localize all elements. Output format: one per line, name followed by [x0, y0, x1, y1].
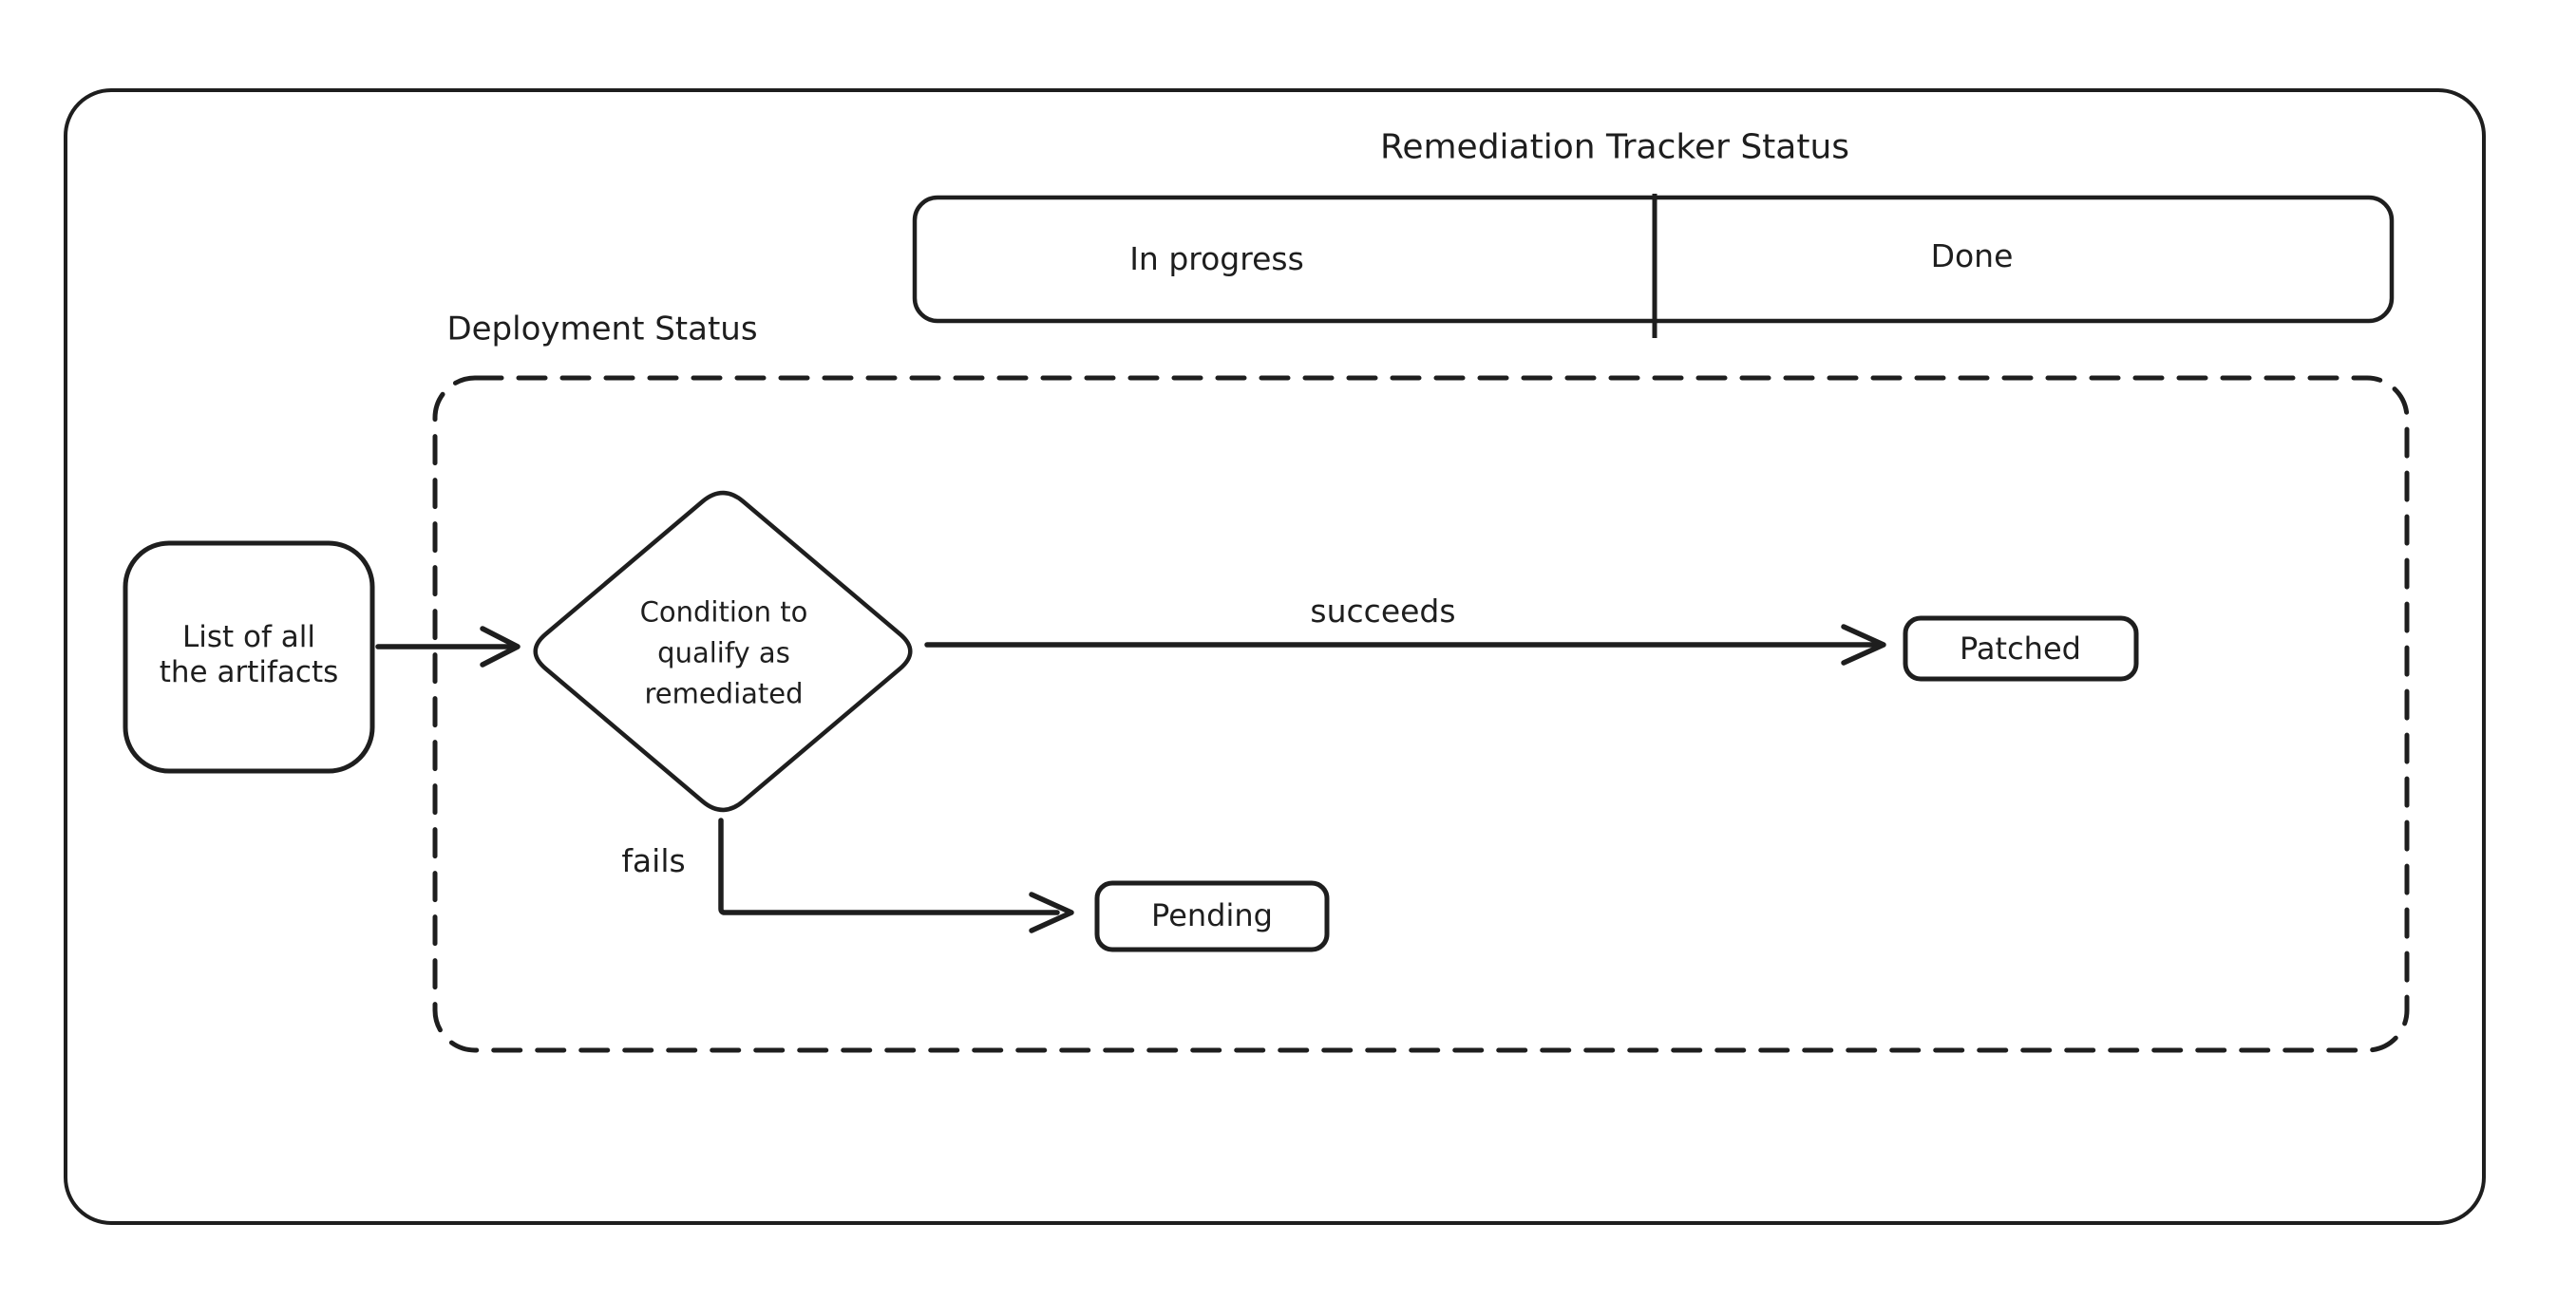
outer-frame — [66, 90, 2484, 1223]
condition-node — [536, 493, 911, 810]
tracker-cell-in-progress-label: In progress — [1129, 240, 1304, 278]
deployment-group-boundary — [435, 378, 2407, 1050]
patched-node-label: Patched — [1960, 630, 2081, 667]
condition-node-label: Condition to qualify as remediated — [640, 593, 808, 715]
edge-artifacts-to-condition — [378, 629, 518, 665]
condition-node-label-line2: qualify as — [657, 636, 790, 669]
edge-succeeds-label: succeeds — [1310, 593, 1456, 631]
artifacts-node-label-line2: the artifacts — [159, 655, 339, 689]
deployment-group-label: Deployment Status — [446, 310, 758, 348]
condition-node-label-line1: Condition to — [639, 595, 808, 629]
arrowhead-right-icon — [483, 629, 518, 665]
arrowhead-right-icon — [1844, 627, 1884, 663]
edge-condition-to-pending — [721, 820, 1071, 931]
pending-node — [1097, 883, 1327, 950]
arrowhead-right-icon — [1032, 894, 1071, 931]
artifacts-node-label: List of all the artifacts — [160, 620, 339, 690]
artifacts-node-label-line1: List of all — [182, 620, 315, 654]
artifacts-node — [125, 543, 372, 771]
edge-condition-to-patched — [927, 627, 1884, 663]
tracker-cell-done-label: Done — [1930, 237, 2014, 275]
pending-node-label: Pending — [1151, 896, 1273, 933]
patched-node — [1905, 618, 2136, 679]
diagram-title: Remediation Tracker Status — [1379, 127, 1850, 167]
condition-node-label-line3: remediated — [644, 677, 804, 710]
edge-fails-label: fails — [621, 842, 686, 880]
